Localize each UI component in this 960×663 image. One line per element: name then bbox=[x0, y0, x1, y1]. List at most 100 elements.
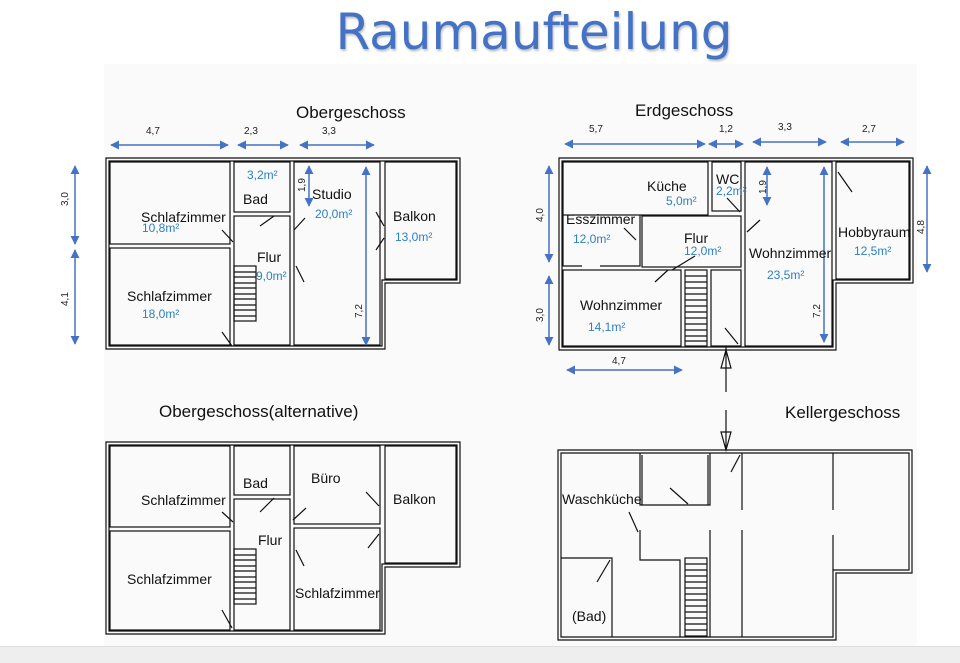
outer-wall bbox=[105, 157, 461, 350]
room-area: 23,5m² bbox=[767, 268, 804, 282]
room-label: Hobbyraum bbox=[838, 224, 910, 240]
room-label: (Bad) bbox=[572, 608, 606, 624]
room-flur bbox=[233, 498, 291, 631]
room-area: 2,2m² bbox=[716, 184, 747, 198]
room-label: Schlafzimmer bbox=[141, 209, 226, 225]
room-corridor bbox=[710, 269, 742, 347]
heading-obergeschoss: Obergeschoss bbox=[296, 103, 406, 122]
inner-wall bbox=[108, 160, 458, 347]
room-schlafzimmer-2 bbox=[109, 247, 231, 346]
room-wc bbox=[711, 161, 742, 212]
room-area: 5,0m² bbox=[666, 194, 697, 208]
room-label: Studio bbox=[312, 186, 352, 202]
room-area: 10,8m² bbox=[142, 221, 179, 235]
dim-label: 3,0 bbox=[535, 308, 546, 322]
room-area: 12,0m² bbox=[684, 244, 721, 258]
room-buero bbox=[293, 445, 381, 525]
door-swing bbox=[623, 171, 853, 345]
dim-label: 5,7 bbox=[589, 124, 603, 135]
room-area: 20,0m² bbox=[315, 207, 352, 221]
outer-wall bbox=[558, 157, 914, 351]
room-label: Schlafzimmer bbox=[295, 585, 380, 601]
inner-wall bbox=[561, 160, 911, 348]
room-label: Bad bbox=[243, 191, 268, 207]
entrance-arrow bbox=[720, 410, 732, 453]
room-balkon bbox=[384, 445, 457, 564]
room-wohnzimmer-left bbox=[562, 269, 682, 347]
door-swing bbox=[596, 454, 741, 583]
inner-wall bbox=[108, 444, 458, 632]
door-swing bbox=[221, 211, 385, 347]
room-studio bbox=[293, 161, 381, 346]
room-label: Flur bbox=[257, 249, 281, 265]
room-label: Wohnzimmer bbox=[749, 245, 832, 261]
floorplan-canvas bbox=[104, 64, 917, 662]
plan-kellergeschoss bbox=[557, 410, 913, 641]
room-area: 3,2m² bbox=[247, 168, 278, 182]
dim-label: 4,7 bbox=[146, 126, 160, 137]
room-area: 9,0m² bbox=[256, 269, 287, 283]
dim-label: 7,2 bbox=[812, 304, 823, 318]
room-kueche bbox=[562, 161, 709, 216]
heading-erdgeschoss: Erdgeschoss bbox=[635, 101, 733, 120]
room-area: 13,0m² bbox=[395, 230, 432, 244]
dim-label: 3,3 bbox=[778, 122, 792, 133]
room-label: Bad bbox=[243, 475, 268, 491]
page-title: Raumaufteilung bbox=[335, 3, 733, 61]
dim-label: 1,9 bbox=[297, 178, 308, 192]
room-balkon bbox=[384, 161, 457, 280]
room-flur bbox=[641, 215, 742, 268]
dim-label: 3,0 bbox=[60, 192, 71, 206]
room-label: Küche bbox=[647, 178, 687, 194]
room-bad bbox=[233, 161, 291, 213]
room-wohnzimmer-right bbox=[744, 161, 833, 347]
room-label: Schlafzimmer bbox=[127, 288, 212, 304]
room-area: 12,0m² bbox=[573, 232, 610, 246]
footer-bar bbox=[0, 646, 960, 663]
room-label: Balkon bbox=[393, 491, 436, 507]
room-label: Schlafzimmer bbox=[127, 571, 212, 587]
dim-label: 4,7 bbox=[612, 356, 626, 367]
room-schlafzimmer-1 bbox=[109, 161, 231, 245]
room-label: Flur bbox=[684, 230, 708, 246]
door-swing bbox=[221, 491, 380, 629]
room-label: Esszimmer bbox=[566, 211, 636, 227]
room-label: Wohnzimmer bbox=[580, 297, 663, 313]
stairs bbox=[233, 265, 257, 322]
inner-walls bbox=[561, 453, 834, 637]
room-schlafzimmer-2 bbox=[109, 530, 231, 631]
heading-kellergeschoss: Kellergeschoss bbox=[785, 403, 900, 422]
room-label: Schlafzimmer bbox=[141, 492, 226, 508]
room-label: Büro bbox=[311, 470, 341, 486]
dim-label: 2,7 bbox=[862, 124, 876, 135]
dim-label: 1,2 bbox=[719, 124, 733, 135]
stairs bbox=[684, 269, 708, 347]
plan-erdgeschoss bbox=[558, 157, 914, 392]
dim-label: 4,0 bbox=[535, 208, 546, 222]
heading-obergeschoss-alt: Obergeschoss(alternative) bbox=[159, 402, 358, 421]
room-hobbyraum bbox=[835, 161, 910, 280]
dim-label: 4,1 bbox=[60, 292, 71, 306]
room-schlafzimmer-3 bbox=[293, 527, 381, 631]
room-label: Flur bbox=[258, 532, 282, 548]
stairs bbox=[684, 557, 708, 637]
outer-wall bbox=[557, 449, 913, 641]
room-label: Waschküche bbox=[562, 491, 642, 507]
dim-label: 3,3 bbox=[322, 126, 336, 137]
entrance-arrow bbox=[720, 346, 732, 392]
dim-label: 1,9 bbox=[758, 180, 769, 194]
plan-obergeschoss bbox=[105, 157, 461, 350]
room-label: Balkon bbox=[393, 208, 436, 224]
dim-label: 7,2 bbox=[354, 304, 365, 318]
room-schlafzimmer-1 bbox=[109, 445, 231, 528]
dimension-arrows bbox=[70, 137, 932, 375]
stairs bbox=[233, 548, 257, 605]
room-area: 14,1m² bbox=[588, 320, 625, 334]
room-label: WC bbox=[716, 171, 739, 187]
wall-esszimmer bbox=[562, 215, 641, 267]
room-area: 12,5m² bbox=[854, 244, 891, 258]
dim-label: 4,8 bbox=[916, 220, 927, 234]
dim-label: 2,3 bbox=[244, 126, 258, 137]
inner-wall bbox=[560, 452, 910, 638]
